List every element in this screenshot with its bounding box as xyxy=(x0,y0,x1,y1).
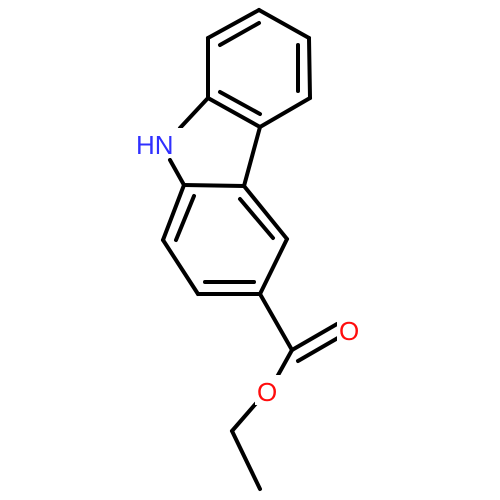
double-bond-inner xyxy=(174,194,196,242)
bond xyxy=(206,8,261,40)
carbonyl-bond xyxy=(290,322,339,352)
bond xyxy=(242,125,262,188)
bond xyxy=(258,237,289,296)
bond xyxy=(258,292,294,352)
label-background xyxy=(255,375,281,405)
bond xyxy=(242,184,289,241)
bond xyxy=(230,398,261,433)
bond xyxy=(258,96,312,129)
bonds-ester xyxy=(230,292,345,491)
double-bond-inner xyxy=(238,197,275,240)
carbonyl-oxygen-label: O xyxy=(339,316,359,346)
atom-labels: HN O O xyxy=(135,128,363,407)
bond xyxy=(307,36,312,100)
bond xyxy=(182,183,246,188)
bonds-pyrrole-ring xyxy=(168,96,262,188)
bond xyxy=(257,8,311,40)
label-background xyxy=(337,314,363,344)
carbonyl-bond xyxy=(296,333,345,363)
bond xyxy=(206,96,262,129)
bond xyxy=(178,96,210,130)
bond xyxy=(161,238,200,296)
bonds-top-benzene xyxy=(206,8,312,129)
ester-oxygen-label: O xyxy=(257,377,277,407)
double-bond-inner xyxy=(218,90,262,116)
bonds-bottom-benzene xyxy=(161,183,289,296)
bond xyxy=(230,429,262,491)
bond xyxy=(161,183,186,242)
bond xyxy=(168,158,186,187)
double-bond-inner xyxy=(218,21,261,47)
nitrogen-label: HN xyxy=(136,130,174,160)
label-background xyxy=(135,128,183,158)
bond xyxy=(275,348,294,379)
